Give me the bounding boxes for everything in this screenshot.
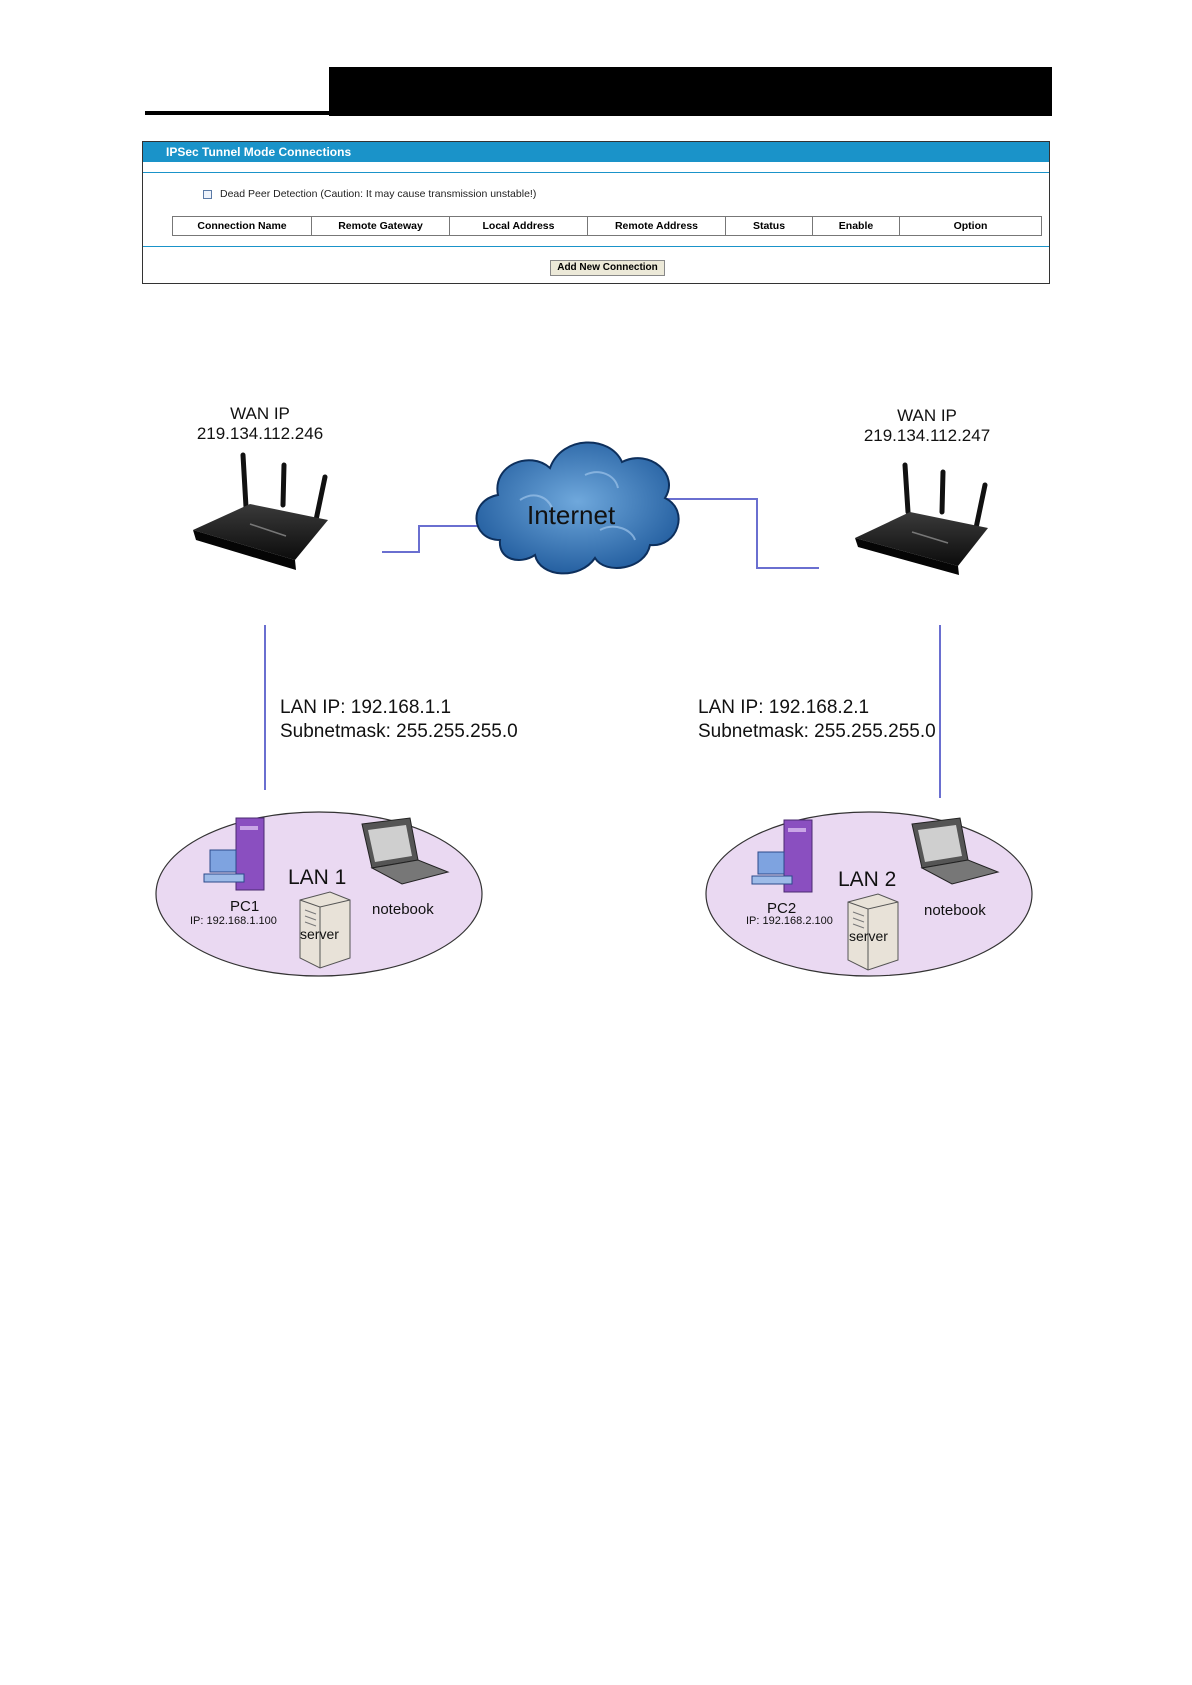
diagram-graphics bbox=[155, 441, 1033, 977]
right-wan-ip: 219.134.112.247 bbox=[863, 426, 991, 445]
header-bar bbox=[329, 67, 1052, 116]
column-local-address: Local Address bbox=[450, 217, 588, 235]
header-rule bbox=[145, 111, 330, 115]
server1-icon bbox=[299, 891, 351, 969]
left-wan-link bbox=[382, 525, 485, 553]
column-remote-gateway: Remote Gateway bbox=[312, 217, 450, 235]
connections-table-header: Connection Name Remote Gateway Local Add… bbox=[172, 216, 1042, 236]
pc2-label: PC2 bbox=[767, 900, 797, 917]
right-lan-info: LAN IP: 192.168.2.1 Subnetmask: 255.255.… bbox=[698, 696, 936, 744]
add-new-connection-button[interactable]: Add New Connection bbox=[550, 260, 665, 276]
column-enable: Enable bbox=[813, 217, 900, 235]
pc2-ip-label: IP: 192.168.2.100 bbox=[746, 915, 833, 927]
left-wan-label: WAN IP 219.134.112.246 bbox=[190, 404, 330, 444]
ipsec-panel: IPSec Tunnel Mode Connections Dead Peer … bbox=[142, 141, 1050, 284]
column-status: Status bbox=[726, 217, 813, 235]
column-option: Option bbox=[953, 220, 988, 232]
internet-label: Internet bbox=[527, 500, 616, 530]
column-remote-address: Remote Address bbox=[588, 217, 726, 235]
right-subnet: Subnetmask: 255.255.255.0 bbox=[698, 721, 936, 742]
panel-divider-top bbox=[143, 172, 1049, 173]
dead-peer-detection-row: Dead Peer Detection (Caution: It may cau… bbox=[203, 188, 536, 200]
left-subnet: Subnetmask: 255.255.255.0 bbox=[280, 721, 518, 742]
left-wan-title: WAN IP bbox=[230, 404, 290, 423]
notebook2-label: notebook bbox=[924, 902, 986, 919]
right-lan-ip: LAN IP: 192.168.2.1 bbox=[698, 697, 870, 718]
pc1-ip-label: IP: 192.168.1.100 bbox=[190, 915, 277, 927]
dead-peer-detection-label: Dead Peer Detection (Caution: It may cau… bbox=[220, 188, 537, 200]
panel-title: IPSec Tunnel Mode Connections bbox=[143, 142, 1049, 162]
pc2-icon bbox=[751, 819, 813, 893]
right-wan-label: WAN IP 219.134.112.247 bbox=[857, 406, 997, 446]
server2-label: server bbox=[849, 928, 888, 944]
lan1-label: LAN 1 bbox=[288, 866, 347, 889]
left-lan-ip: LAN IP: 192.168.1.1 bbox=[280, 697, 452, 718]
notebook1-icon bbox=[361, 817, 450, 885]
pc1-label: PC1 bbox=[230, 898, 260, 915]
left-wan-ip: 219.134.112.246 bbox=[196, 424, 324, 443]
server1-label: server bbox=[300, 926, 339, 942]
right-router-icon bbox=[855, 462, 988, 575]
right-wan-title: WAN IP bbox=[897, 406, 957, 425]
link-lines bbox=[264, 498, 941, 798]
dead-peer-detection-checkbox[interactable] bbox=[203, 189, 212, 199]
lan2-label: LAN 2 bbox=[838, 868, 897, 891]
left-router-icon bbox=[193, 452, 328, 570]
server2-icon bbox=[847, 893, 899, 971]
notebook2-icon bbox=[911, 817, 1000, 885]
pc1-icon bbox=[203, 817, 265, 891]
notebook1-label: notebook bbox=[372, 901, 434, 918]
right-wan-link bbox=[665, 498, 819, 569]
internet-cloud-icon bbox=[475, 441, 680, 575]
column-connection-name: Connection Name bbox=[173, 217, 312, 235]
panel-divider-bottom bbox=[143, 246, 1049, 247]
left-lan-info: LAN IP: 192.168.1.1 Subnetmask: 255.255.… bbox=[280, 696, 518, 744]
network-diagram: WAN IP 219.134.112.246 WAN IP 219.134.11… bbox=[0, 380, 1192, 1000]
